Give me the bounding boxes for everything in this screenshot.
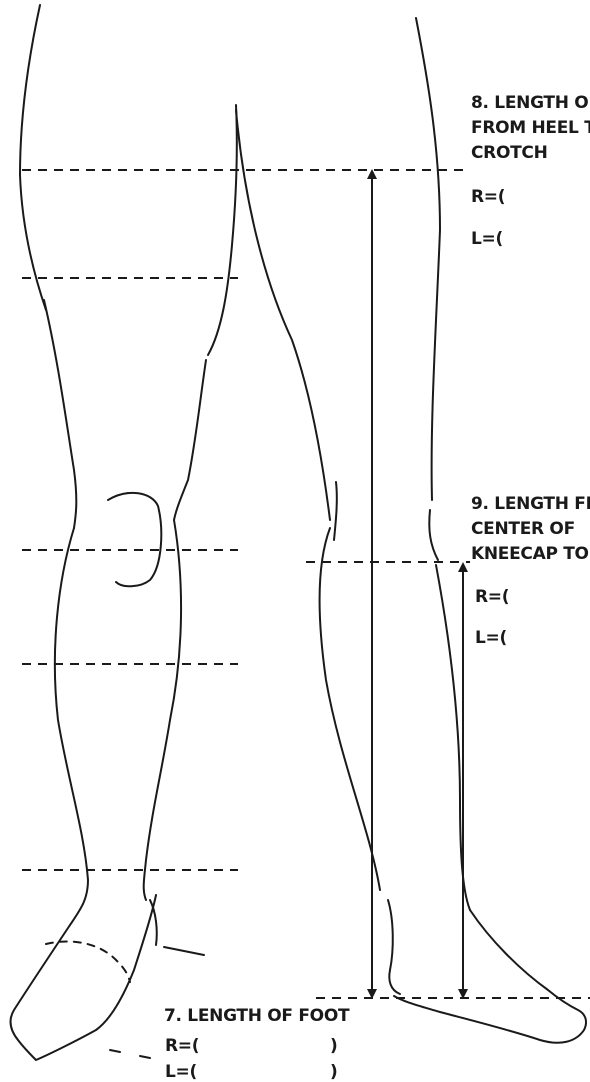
left-foot-dash-2 (110, 1050, 120, 1052)
left-kneecap-outline (108, 493, 161, 586)
measurement-8-right-field[interactable]: R=( (471, 187, 505, 207)
left-leg-outer-calf (55, 528, 88, 925)
left-leg-inner-ankle (150, 900, 157, 945)
measurement-8-title-line-1: 8. LENGTH O (471, 93, 588, 113)
left-leg-outer-outline (20, 5, 46, 310)
measurement-9-title-line-2: CENTER OF (471, 519, 575, 539)
measurement-7-title: 7. LENGTH OF FOOT (164, 1006, 349, 1026)
measurement-8-left-field[interactable]: L=( (471, 229, 503, 249)
right-leg-inner-calf (320, 528, 380, 890)
left-leg-inner-thigh-lower (174, 360, 206, 520)
left-foot-dash-3 (140, 1056, 150, 1058)
measurement-9-title-line-3: KNEECAP TO (471, 544, 589, 564)
measurement-7-left-field[interactable]: L=( (165, 1062, 197, 1082)
left-leg-inner-calf (144, 520, 181, 900)
right-foot-outline (394, 910, 586, 1043)
measurement-8-title-line-2: FROM HEEL T (471, 118, 590, 138)
right-leg-inner-knee-gap (334, 482, 337, 540)
measurement-9-title-line-1: 9. LENGTH FI (471, 494, 590, 514)
right-leg-outer-upper (416, 18, 440, 500)
measurement-7-right-close: ) (330, 1036, 337, 1056)
left-leg-outer-thigh (44, 300, 76, 528)
right-leg-outer-calf (436, 565, 470, 910)
measurement-9-left-field[interactable]: L=( (475, 628, 507, 648)
right-leg-inner-ankle (388, 900, 400, 994)
right-leg-inner-upper (236, 110, 330, 520)
measurement-7-right-field[interactable]: R=( (165, 1036, 199, 1056)
left-leg-inner-thigh-upper (208, 105, 237, 355)
measurement-8-title-line-3: CROTCH (471, 143, 548, 163)
left-foot-dash-1 (164, 947, 204, 955)
measurement-9-right-field[interactable]: R=( (475, 587, 509, 607)
right-leg-outer-knee (429, 510, 438, 560)
left-ankle-dashed-curve (46, 941, 130, 982)
left-foot-outline (11, 895, 156, 1060)
measurement-7-left-close: ) (330, 1062, 337, 1082)
